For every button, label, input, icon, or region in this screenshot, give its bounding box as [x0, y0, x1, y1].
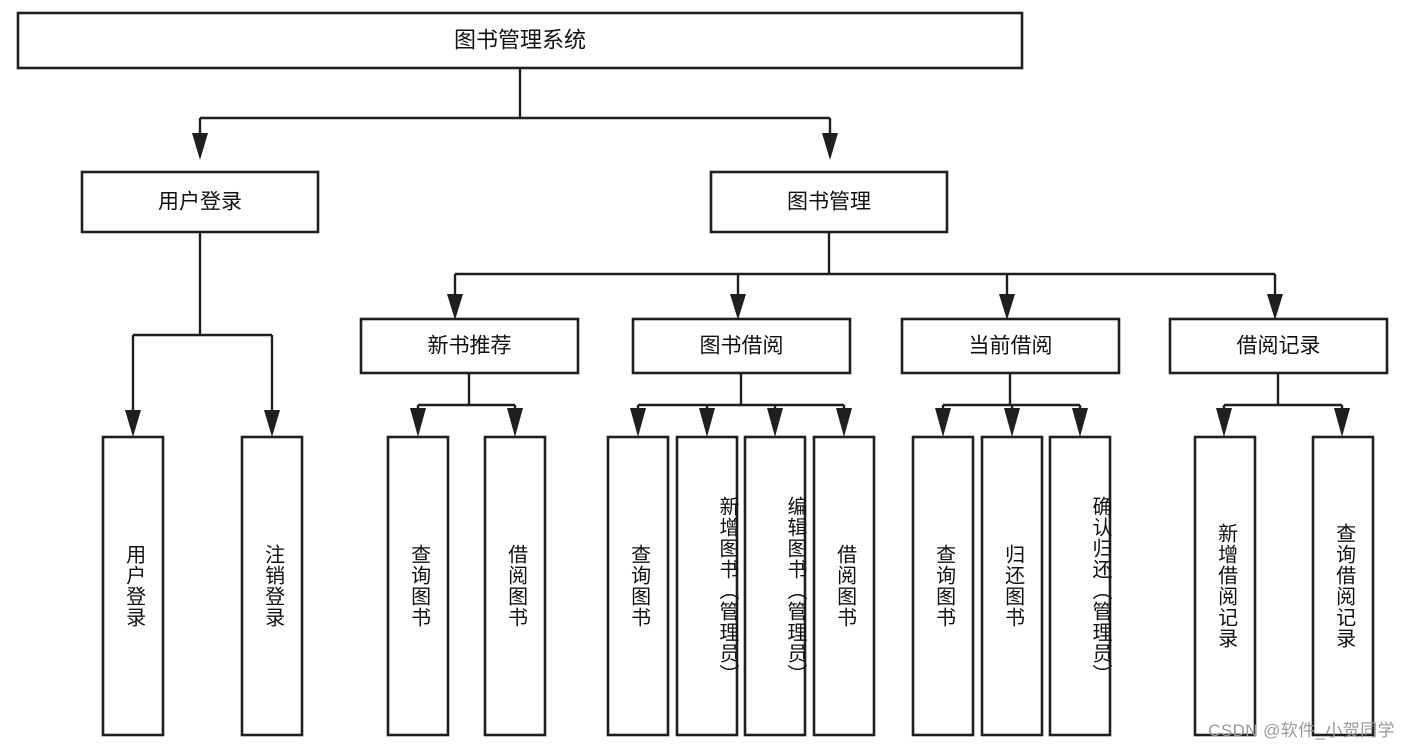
- leaf-box-user-login-2[interactable]: [240, 435, 304, 737]
- leaf-box-new-book-recommend-1[interactable]: [386, 435, 450, 737]
- level2-label-book-management: 图书管理: [787, 191, 871, 214]
- leaf-box-current-borrow-3[interactable]: [1048, 435, 1112, 737]
- level3-label-current-borrow: 当前借阅: [969, 335, 1053, 358]
- level3-box-new-book-recommend[interactable]: [359, 317, 580, 375]
- leaf-box-book-borrow-4[interactable]: [812, 435, 876, 737]
- csdn-watermark: CSDN @软件_小贺同学: [1208, 721, 1395, 740]
- node-user-login[interactable]: 用户登录: [80, 170, 320, 234]
- level3-box-current-borrow[interactable]: [900, 317, 1121, 375]
- leaf-box-book-borrow-2[interactable]: [675, 435, 739, 737]
- root-box[interactable]: [16, 11, 1024, 70]
- arrow-root-to-user-login: [192, 133, 208, 160]
- node-borrow-record[interactable]: 借阅记录: [1168, 317, 1389, 375]
- leaf-box-book-borrow-1[interactable]: [606, 435, 670, 737]
- node-new-book-recommend[interactable]: 新书推荐: [359, 317, 580, 375]
- level2-box-book-management[interactable]: [709, 170, 949, 234]
- arrow-bb-to-leaf-4: [836, 408, 852, 437]
- arrow-user-login-to-leaf-1: [125, 410, 141, 437]
- arrow-cb-to-leaf-1: [935, 408, 951, 437]
- leaf-box-current-borrow-2[interactable]: [980, 435, 1044, 737]
- arrow-bb-to-leaf-2: [699, 408, 715, 437]
- leaf-box-borrow-record-2[interactable]: [1311, 435, 1375, 737]
- arrow-br-to-leaf-2: [1334, 408, 1350, 437]
- arrow-bb-to-leaf-3: [767, 408, 783, 437]
- arrow-root-to-book-management: [822, 133, 838, 160]
- arrow-nbr-to-leaf-2: [507, 408, 523, 437]
- arrow-bb-to-leaf-1: [630, 408, 646, 437]
- arrow-cb-to-leaf-3: [1072, 408, 1088, 437]
- arrow-bm-to-borrow-record: [1267, 294, 1283, 320]
- leaf-box-user-login-1[interactable]: [101, 435, 165, 737]
- node-root-book-management-system[interactable]: 图书管理系统: [16, 11, 1024, 70]
- arrow-nbr-to-leaf-1: [410, 408, 426, 437]
- node-book-management[interactable]: 图书管理: [709, 170, 949, 234]
- node-current-borrow[interactable]: 当前借阅: [900, 317, 1121, 375]
- node-book-borrow[interactable]: 图书借阅: [631, 317, 852, 375]
- level3-label-book-borrow: 图书借阅: [700, 335, 784, 358]
- arrow-bm-to-book-borrow: [730, 294, 746, 320]
- leaf-box-current-borrow-1[interactable]: [911, 435, 975, 737]
- arrow-bm-to-current-borrow: [999, 294, 1015, 320]
- arrow-br-to-leaf-1: [1216, 408, 1232, 437]
- leaf-box-book-borrow-3[interactable]: [743, 435, 807, 737]
- root-label: 图书管理系统: [454, 27, 586, 52]
- leaf-box-new-book-recommend-2[interactable]: [483, 435, 547, 737]
- level2-label-user-login: 用户登录: [158, 191, 242, 214]
- arrow-bm-to-new-book-recommend: [447, 294, 463, 320]
- level3-label-borrow-record: 借阅记录: [1237, 335, 1321, 358]
- level3-label-new-book-recommend: 新书推荐: [428, 335, 512, 358]
- leaf-box-borrow-record-1[interactable]: [1193, 435, 1257, 737]
- arrow-user-login-to-leaf-2: [264, 410, 280, 437]
- arrow-cb-to-leaf-2: [1004, 408, 1020, 437]
- level3-box-borrow-record[interactable]: [1168, 317, 1389, 375]
- level3-box-book-borrow[interactable]: [631, 317, 852, 375]
